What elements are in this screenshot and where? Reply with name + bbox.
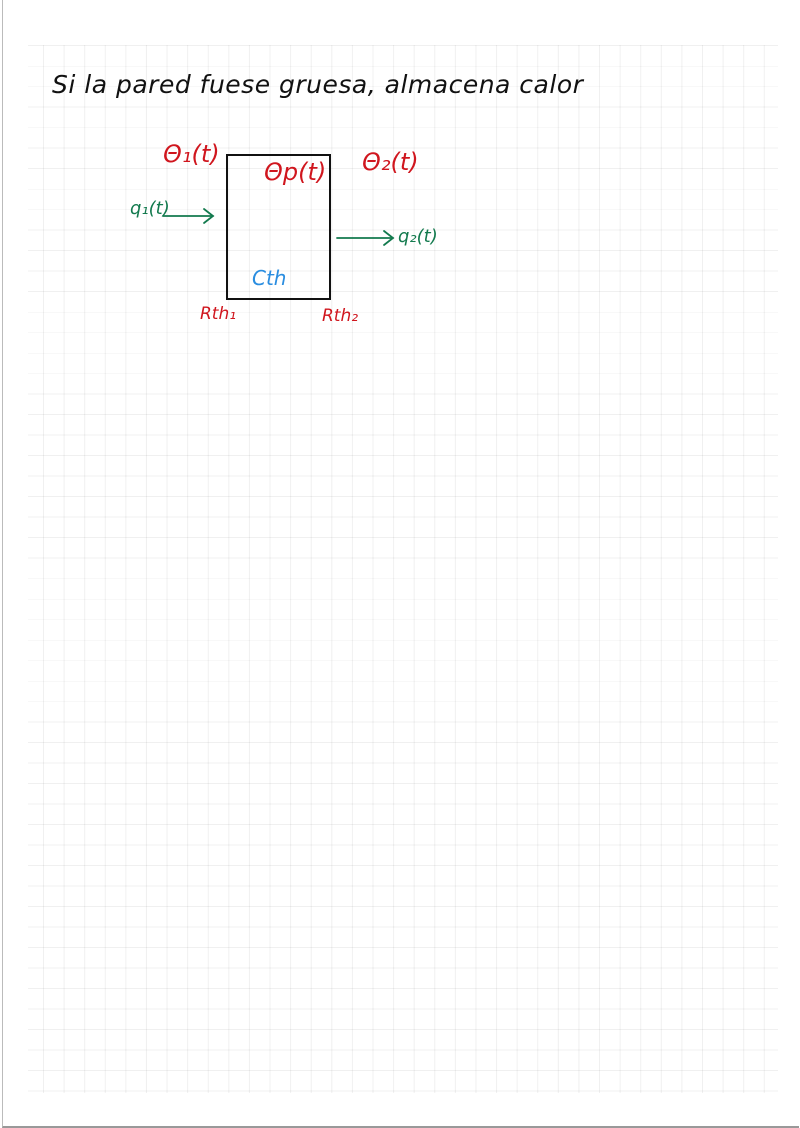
note-title: Si la pared fuese gruesa, almacena calor xyxy=(52,70,584,99)
wall-block xyxy=(226,154,331,300)
q2-label: q₂(t) xyxy=(398,226,438,247)
grid-background xyxy=(28,45,778,1093)
cth-label: Cth xyxy=(252,266,287,290)
theta1-label: Θ₁(t) xyxy=(163,140,220,168)
thetap-label: Θp(t) xyxy=(264,158,327,186)
rth2-label: Rth₂ xyxy=(322,306,359,326)
rth1-label: Rth₁ xyxy=(200,304,237,324)
arrow-out-icon xyxy=(336,230,395,246)
theta2-label: Θ₂(t) xyxy=(362,148,419,176)
q1-label: q₁(t) xyxy=(130,198,170,219)
flow-arrows xyxy=(162,208,395,246)
arrow-in-icon xyxy=(162,208,215,224)
